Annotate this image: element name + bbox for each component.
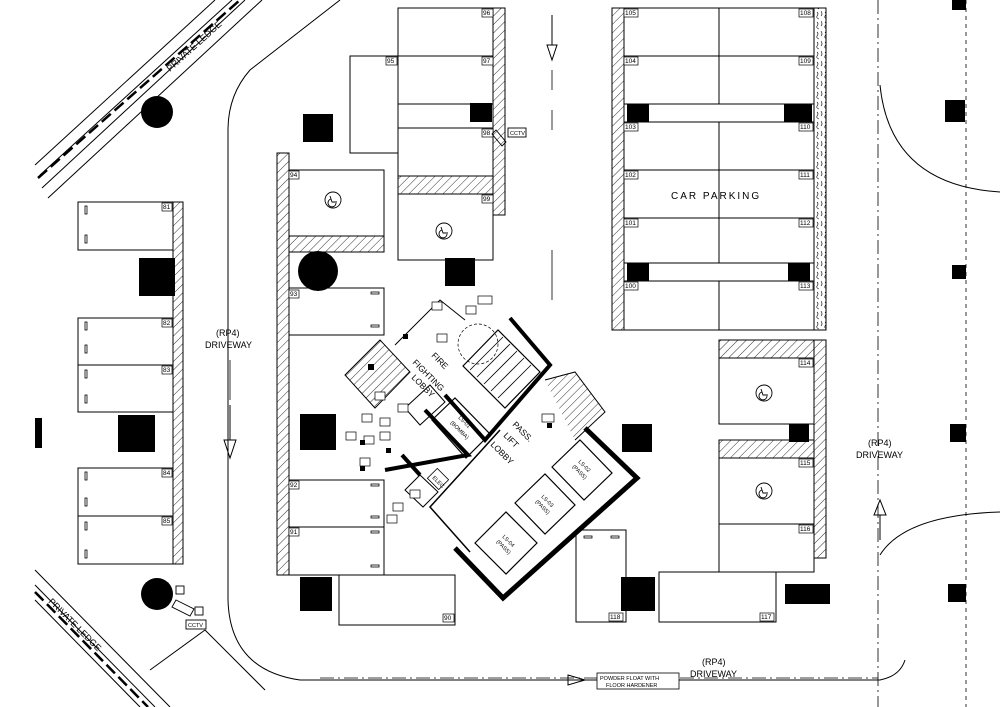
lot-96: 96: [483, 10, 491, 17]
lot-116: 116: [800, 526, 811, 533]
lot-82: 82: [163, 320, 171, 327]
lot-92: 92: [290, 482, 298, 489]
lot-105: 105: [625, 10, 636, 17]
building-core: [344, 299, 641, 602]
driveway-label-left: DRIVEWAY: [205, 340, 252, 350]
upper-center-bays: [349, 7, 506, 261]
rp4-label-bottom: (RP4): [702, 657, 726, 667]
central-parking-bays: [276, 152, 456, 626]
wheelchair-icon: [324, 191, 773, 500]
lot-91: 91: [290, 529, 298, 536]
central-bay-markers: [370, 291, 380, 568]
lot-99: 99: [483, 196, 491, 203]
cctv-label-bottom: CCTV: [188, 623, 203, 629]
finish-note-box: [596, 672, 680, 690]
lot-93: 93: [290, 291, 298, 298]
private-ledge-bottom: [34, 569, 266, 707]
driveway-label-bottom: DRIVEWAY: [690, 669, 737, 679]
lot-108: 108: [800, 10, 811, 17]
private-ledge-top: [34, 0, 263, 199]
lower-right-lot-tags: [608, 358, 814, 622]
lot-118: 118: [610, 614, 621, 621]
cctv-camera-icon: [171, 585, 207, 630]
equipment-symbols: [345, 295, 555, 524]
driveway-label-right: DRIVEWAY: [856, 450, 903, 460]
lot-115: 115: [800, 460, 811, 467]
lot-94: 94: [290, 172, 298, 179]
direction-arrow-icon: [223, 15, 887, 686]
lot-117: 117: [761, 614, 772, 621]
cctv-camera-icon-top: [491, 127, 527, 147]
trees: [141, 96, 338, 610]
central-lot-tags: [288, 170, 455, 623]
lot-84: 84: [163, 470, 171, 477]
lower-right-bay-markers: [583, 535, 620, 539]
lot-98: 98: [483, 130, 491, 137]
finish-note-line-1: POWDER FLOAT WITH: [600, 676, 659, 682]
car-parking-block: [611, 7, 827, 331]
lot-103: 103: [625, 124, 636, 131]
private-ledge-label: PRIVATE LEDGE: [165, 19, 224, 73]
left-lot-number-tags: [161, 202, 173, 526]
elec-room-tag: [426, 467, 450, 491]
lot-85: 85: [163, 518, 171, 525]
lot-97: 97: [483, 58, 491, 65]
lot-90: 90: [444, 615, 452, 622]
lot-113: 113: [800, 283, 811, 290]
rp4-label-left: (RP4): [216, 328, 240, 338]
private-ledge-label-2: PRIVATE LEDGE: [47, 596, 104, 653]
upper-center-column: [470, 103, 492, 122]
lot-83: 83: [163, 367, 171, 374]
structural-columns: [35, 0, 966, 611]
lot-104: 104: [625, 58, 636, 65]
lower-right-bays: [575, 339, 827, 623]
lot-109: 109: [800, 58, 811, 65]
left-bay-markers: [84, 205, 88, 559]
lot-112: 112: [800, 220, 811, 227]
driveway-outline: [227, 0, 1000, 681]
driveway-dash-segments: [229, 70, 553, 400]
lot-95: 95: [387, 58, 395, 65]
lot-111: 111: [800, 172, 810, 179]
left-parking-bays: [77, 201, 184, 565]
lot-81: 81: [163, 204, 171, 211]
parking-lot-tags: [623, 8, 814, 291]
lot-101: 101: [625, 220, 636, 227]
lower-right-column: [789, 424, 809, 442]
lot-110: 110: [800, 124, 811, 131]
cctv-label-top: CCTV: [510, 131, 525, 137]
upper-lot-tags: [385, 8, 494, 204]
car-parking-label: CAR PARKING: [671, 191, 761, 202]
lot-102: 102: [625, 172, 636, 179]
lot-114: 114: [800, 360, 811, 367]
driveway-centerline: [320, 0, 967, 707]
rp4-label-right: (RP4): [868, 438, 892, 448]
finish-note-line-2: FLOOR HARDENER: [606, 683, 657, 689]
fire-fighting-lobby-label-1: FIRE: [430, 350, 451, 371]
lot-100: 100: [625, 283, 636, 290]
equipment-dark-symbols: [360, 334, 552, 471]
parking-block-columns: [627, 104, 812, 281]
